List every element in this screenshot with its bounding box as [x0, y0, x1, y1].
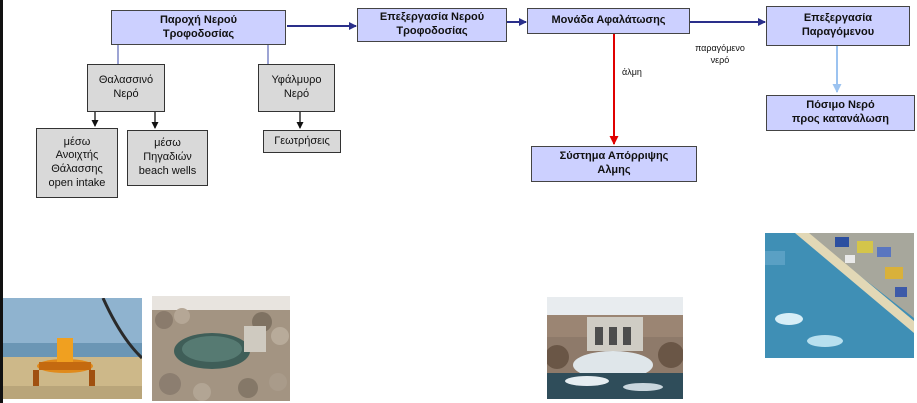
node-feed-water-supply: Παροχή Νερού Τροφοδοσίας — [111, 10, 286, 45]
node-potable-water: Πόσιμο Νερό προς κατανάλωση — [766, 95, 915, 131]
node-boreholes: Γεωτρήσεις — [263, 130, 341, 153]
node-feed-water-processing: Επεξεργασία Νερού Τροφοδοσίας — [357, 8, 507, 42]
node-brine-disposal-system: Σύστημα Απόρριψης Αλμης — [531, 146, 697, 182]
beach-well-photo — [152, 296, 290, 401]
node-beach-wells: μέσω Πηγαδιών beach wells — [127, 130, 208, 186]
desalination-plant-aerial-photo — [765, 233, 914, 358]
label-brine: άλμη — [622, 67, 642, 77]
label-product-water: παραγόμενο νερό — [695, 43, 745, 65]
node-brackish-water: Υφάλμυρο Νερό — [258, 64, 335, 112]
node-seawater: Θαλασσινό Νερό — [87, 64, 165, 112]
node-open-intake: μέσω Ανοιχτής Θάλασσης open intake — [36, 128, 118, 198]
node-desalination-unit: Μονάδα Αφαλάτωσης — [527, 8, 690, 34]
node-product-processing: Επεξεργασία Παραγόμενου — [766, 6, 910, 46]
left-border — [0, 0, 3, 403]
intake-structure-photo — [3, 298, 142, 399]
brine-outfall-photo — [547, 297, 683, 399]
